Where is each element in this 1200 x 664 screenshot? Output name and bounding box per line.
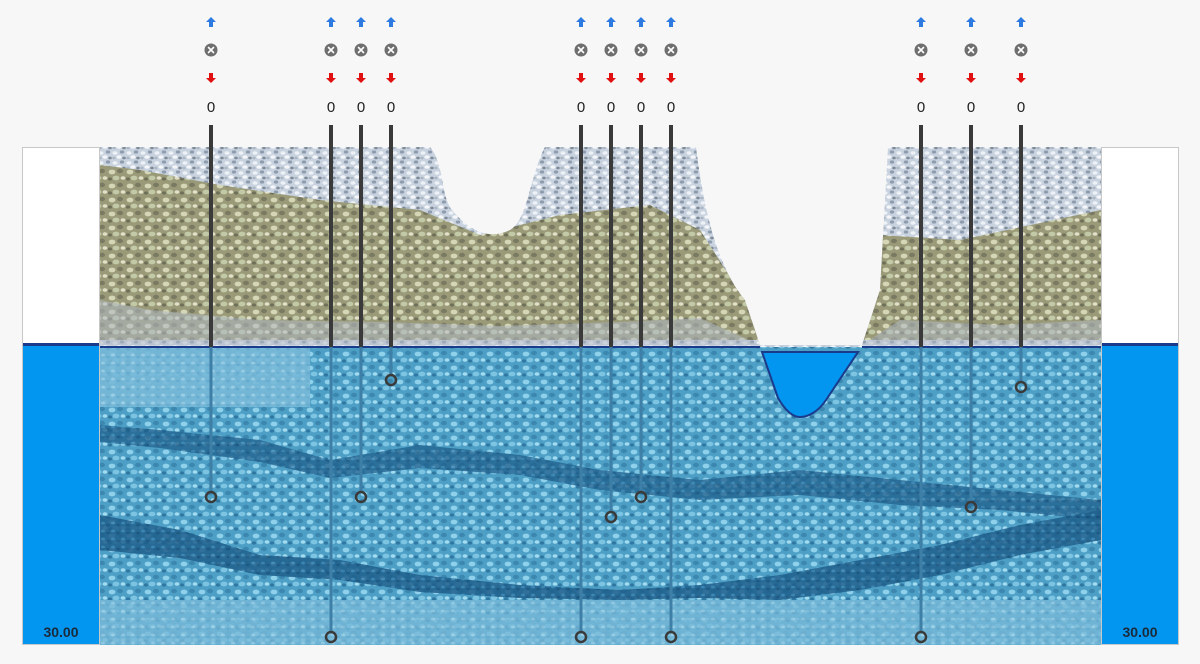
left-reservoir-water [23,343,99,644]
close-circle-icon[interactable] [961,40,981,60]
bedrock-layer [100,600,1101,645]
well-pump-count: 0 [916,99,926,116]
arrow-up-icon[interactable] [201,12,221,32]
wells-layer [204,125,1028,644]
well-pump-count: 0 [666,99,676,116]
clay-lens-lower [100,510,1101,600]
arrow-up-icon[interactable] [1011,12,1031,32]
close-circle-icon[interactable] [631,40,651,60]
arrow-up-icon[interactable] [321,12,341,32]
well-pump-count: 0 [356,99,366,116]
close-circle-icon[interactable] [321,40,341,60]
arrow-down-icon[interactable] [381,68,401,88]
well-pump-count: 0 [576,99,586,116]
arrow-up-icon[interactable] [961,12,981,32]
close-circle-icon[interactable] [661,40,681,60]
arrow-up-icon[interactable] [601,12,621,32]
close-circle-icon[interactable] [201,40,221,60]
arrow-up-icon[interactable] [571,12,591,32]
arrow-down-icon[interactable] [1011,68,1031,88]
arrow-up-icon[interactable] [631,12,651,32]
arrow-down-icon[interactable] [321,68,341,88]
well-8[interactable] [664,125,678,644]
arrow-down-icon[interactable] [911,68,931,88]
well-screen[interactable] [574,630,588,644]
well-4[interactable] [384,125,398,387]
well-6[interactable] [604,125,618,524]
well-pump-count: 0 [206,99,216,116]
well-screen[interactable] [324,630,338,644]
arrow-down-icon[interactable] [351,68,371,88]
well-pump-count: 0 [966,99,976,116]
close-circle-icon[interactable] [911,40,931,60]
well-1[interactable] [204,125,218,504]
well-screen[interactable] [204,490,218,504]
well-screen[interactable] [914,630,928,644]
right-reservoir-water [1102,343,1178,644]
well-10[interactable] [964,125,978,514]
well-pump-count: 0 [386,99,396,116]
left-reservoir-level: 30.00 [43,624,79,640]
well-pump-count: 0 [606,99,616,116]
well-pump-count: 0 [1016,99,1026,116]
transition-band [100,300,1101,345]
left-reservoir: 30.00 [22,147,100,645]
right-reservoir: 30.00 [1101,147,1179,645]
soil-layers [100,147,1101,645]
close-circle-icon[interactable] [381,40,401,60]
arrow-down-icon[interactable] [601,68,621,88]
well-pump-count: 0 [326,99,336,116]
well-screen[interactable] [604,510,618,524]
saturated-fine-layer [100,347,310,407]
arrow-up-icon[interactable] [911,12,931,32]
well-pump-count: 0 [636,99,646,116]
well-screen[interactable] [1014,380,1028,394]
clay-lens-upper [100,425,1101,520]
well-screen[interactable] [634,490,648,504]
well-11[interactable] [1014,125,1028,394]
close-circle-icon[interactable] [571,40,591,60]
well-screen[interactable] [664,630,678,644]
well-5[interactable] [574,125,588,644]
close-circle-icon[interactable] [1011,40,1031,60]
well-screen[interactable] [384,373,398,387]
coarse-gravel-layer [100,165,1101,345]
well-7[interactable] [634,125,648,504]
arrow-down-icon[interactable] [631,68,651,88]
river-channel [760,351,860,419]
close-circle-icon[interactable] [351,40,371,60]
arrow-down-icon[interactable] [661,68,681,88]
well-screen[interactable] [354,490,368,504]
arrow-down-icon[interactable] [571,68,591,88]
well-9[interactable] [914,125,928,644]
arrow-down-icon[interactable] [201,68,221,88]
close-circle-icon[interactable] [601,40,621,60]
arrow-down-icon[interactable] [961,68,981,88]
arrow-up-icon[interactable] [351,12,371,32]
well-2[interactable] [324,125,338,644]
well-3[interactable] [354,125,368,504]
arrow-up-icon[interactable] [381,12,401,32]
well-screen[interactable] [964,500,978,514]
arrow-up-icon[interactable] [661,12,681,32]
right-reservoir-level: 30.00 [1122,624,1158,640]
